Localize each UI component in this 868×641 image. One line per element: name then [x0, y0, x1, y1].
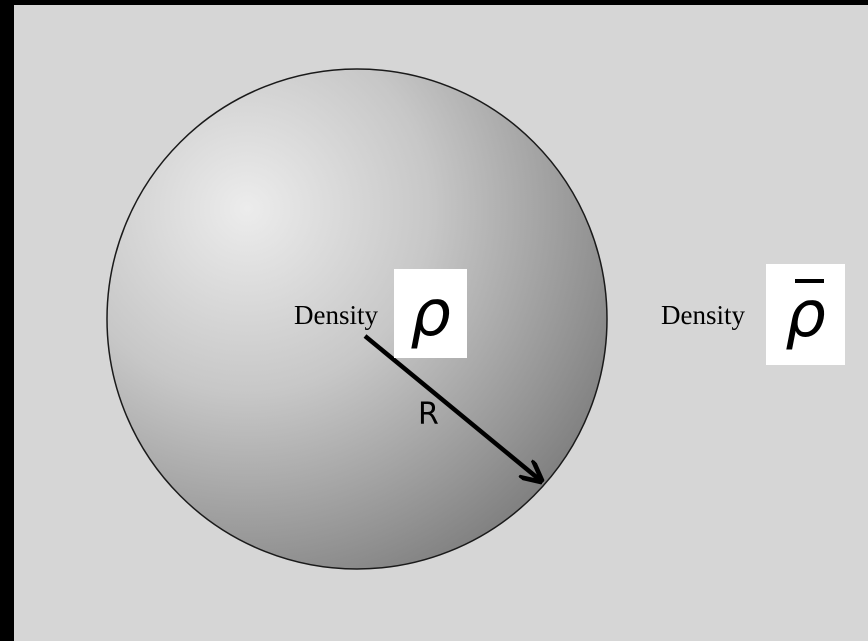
rho-bar-symbol: ρ: [785, 277, 826, 352]
inner-density-label: Density: [294, 300, 378, 330]
outside-density-symbol-box: ρ: [766, 264, 845, 365]
outside-density-label: Density: [661, 300, 745, 330]
sphere: [106, 68, 608, 570]
radius-arrow: [363, 334, 540, 480]
inner-density-symbol-box: ρ: [394, 269, 467, 358]
radius-label: R: [418, 397, 439, 432]
rho-symbol: ρ: [410, 276, 451, 351]
